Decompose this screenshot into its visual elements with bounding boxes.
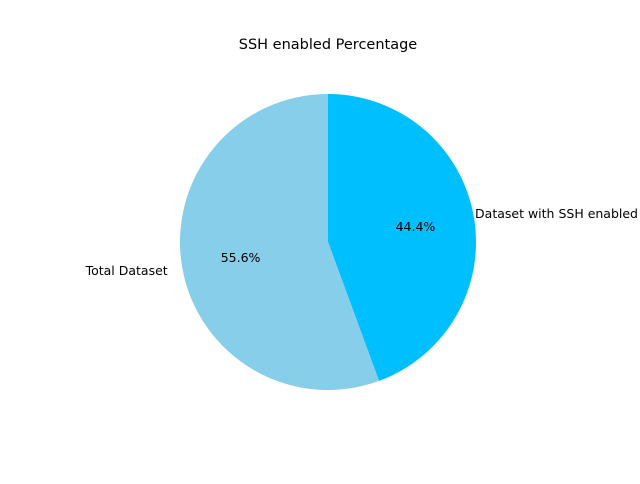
pie-percent-label-1: 55.6% xyxy=(221,250,261,265)
pie-slice-1 xyxy=(179,94,380,391)
pie-slice-label-1: Total Dataset xyxy=(85,263,168,278)
chart-title: SSH enabled Percentage xyxy=(239,37,418,53)
pie-labels: 44.4% Dataset with SSH enabled 55.6% Total … xyxy=(85,206,638,278)
pie-slice-0 xyxy=(328,94,476,381)
pie-slices xyxy=(179,94,476,391)
pie-slice-label-0: Dataset with SSH enabled xyxy=(475,206,638,221)
pie-percent-label-0: 44.4% xyxy=(396,219,436,234)
